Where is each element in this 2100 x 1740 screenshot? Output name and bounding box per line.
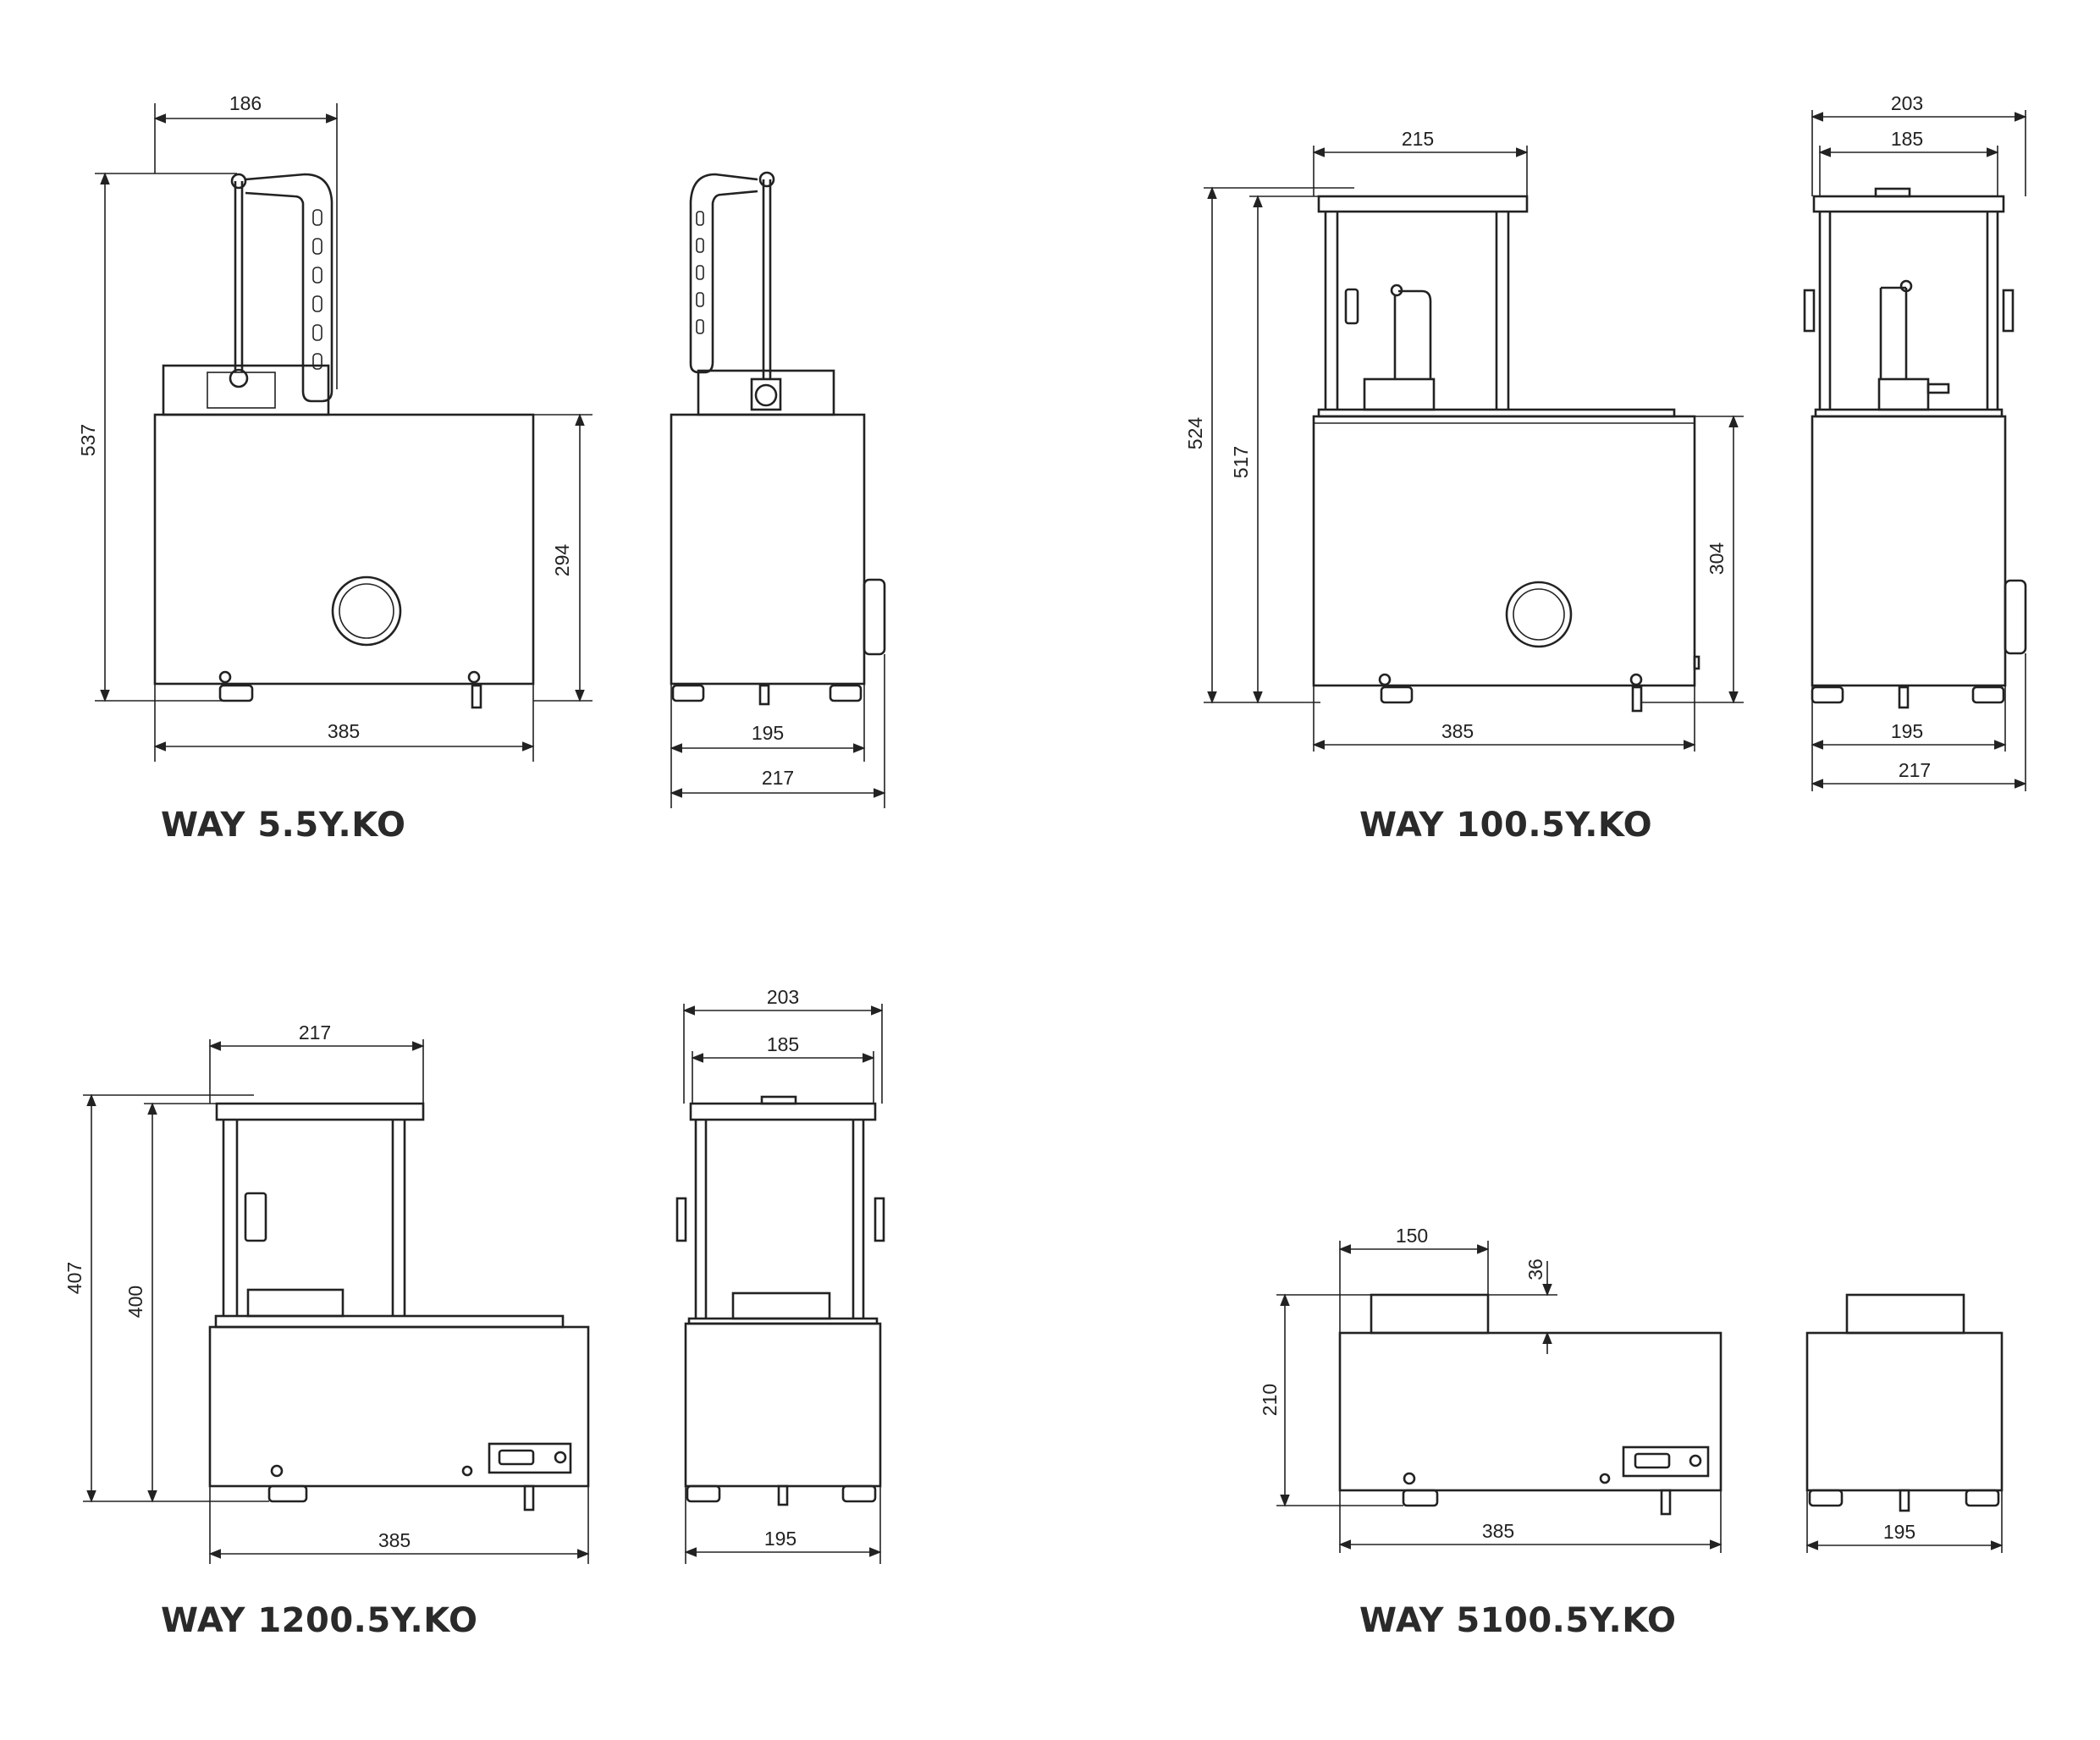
dim-400: 400 xyxy=(124,1286,146,1318)
dim-537: 537 xyxy=(77,424,99,456)
model-1200-5-front-view xyxy=(208,1102,590,1511)
model-1200-5-side-view xyxy=(675,1095,885,1506)
model-5-5-dimensions: 186 537 294 385 195 217 xyxy=(77,92,886,808)
dim-195: 195 xyxy=(1891,720,1923,742)
dim-385: 385 xyxy=(378,1529,411,1551)
dim-210: 210 xyxy=(1259,1384,1281,1416)
dim-150: 150 xyxy=(1396,1225,1428,1247)
dim-304: 304 xyxy=(1706,542,1728,575)
dim-217: 217 xyxy=(299,1021,331,1043)
dim-385: 385 xyxy=(1441,720,1474,742)
dim-524: 524 xyxy=(1184,417,1206,450)
model-100-5-dimensions: 215 524 517 304 385 203 185 195 217 xyxy=(1184,92,2027,791)
dim-217: 217 xyxy=(1899,759,1931,781)
dim-385: 385 xyxy=(328,720,360,742)
dim-185: 185 xyxy=(767,1033,799,1055)
dim-407: 407 xyxy=(63,1262,85,1294)
dim-203: 203 xyxy=(1891,92,1923,114)
arm-slots-front xyxy=(312,209,322,370)
dim-217: 217 xyxy=(762,767,794,789)
model-5-5-front-view xyxy=(153,173,535,709)
model-5100-5-dimensions: 150 36 210 385 195 xyxy=(1259,1225,2004,1553)
model-5100-5-side-view xyxy=(1805,1293,2004,1512)
dim-195: 195 xyxy=(764,1528,796,1550)
model-100-5-front-view xyxy=(1312,195,1700,713)
dim-195: 195 xyxy=(1883,1521,1915,1543)
model-5-5-side-view xyxy=(670,171,886,706)
model-title-way-100-5: WAY 100.5Y.KO xyxy=(1359,806,1653,845)
dim-186: 186 xyxy=(229,92,262,114)
model-title-way-1200-5: WAY 1200.5Y.KO xyxy=(161,1601,478,1640)
model-1200-5-dimensions: 217 407 400 385 203 185 195 xyxy=(63,986,884,1564)
dim-215: 215 xyxy=(1402,128,1434,150)
dim-203: 203 xyxy=(767,986,799,1008)
dim-385: 385 xyxy=(1482,1520,1514,1542)
dim-36: 36 xyxy=(1524,1258,1546,1280)
dim-517: 517 xyxy=(1230,446,1252,478)
model-5100-5-front-view xyxy=(1338,1293,1722,1516)
model-title-way-5-5: WAY 5.5Y.KO xyxy=(161,806,406,845)
model-title-way-5100-5: WAY 5100.5Y.KO xyxy=(1359,1601,1677,1640)
dim-195: 195 xyxy=(752,722,784,744)
arm-slots-side xyxy=(696,211,704,334)
dim-294: 294 xyxy=(551,544,573,577)
dim-185: 185 xyxy=(1891,128,1923,150)
model-100-5-side-view xyxy=(1803,187,2027,709)
